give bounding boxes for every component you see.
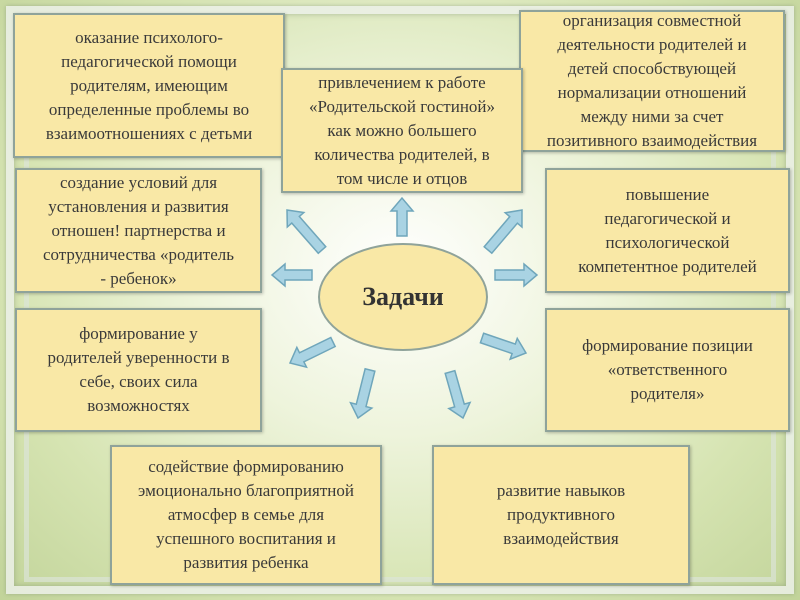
center-ellipse-tasks: Задачи: [318, 243, 488, 351]
task-box-joint-activity: привлечением к работе «Родительской гост…: [281, 68, 523, 193]
arrow-icon-3: [270, 262, 313, 288]
arrow-icon-6: [479, 332, 528, 361]
task-box-productive-interaction: развитие навыков продуктивного взаимодей…: [432, 445, 690, 585]
task-box-partnership: создание условий для установления и разв…: [15, 168, 262, 293]
arrow-icon-8: [444, 369, 472, 420]
task-box-family-atmosphere: содействие формированию эмоционально бла…: [110, 445, 382, 585]
task-box-competence: повышение педагогической и психологическ…: [545, 168, 790, 293]
task-box-responsible-parent: формирование позиции «ответственного род…: [545, 308, 790, 432]
arrow-icon-1: [286, 209, 327, 255]
decorative-frame: [6, 6, 794, 594]
arrow-icon-2: [483, 209, 523, 255]
arrow-icon-4: [494, 262, 539, 288]
arrow-icon-0: [389, 196, 415, 237]
task-box-psych-help: оказание психолого- педагогической помощ…: [13, 13, 285, 158]
arrow-icon-5: [288, 336, 337, 369]
task-box-confidence: формирование у родителей уверенности в с…: [15, 308, 262, 432]
arrow-icon-7: [349, 367, 376, 420]
task-box-parent-lounge: организация совместной деятельности роди…: [519, 10, 785, 152]
